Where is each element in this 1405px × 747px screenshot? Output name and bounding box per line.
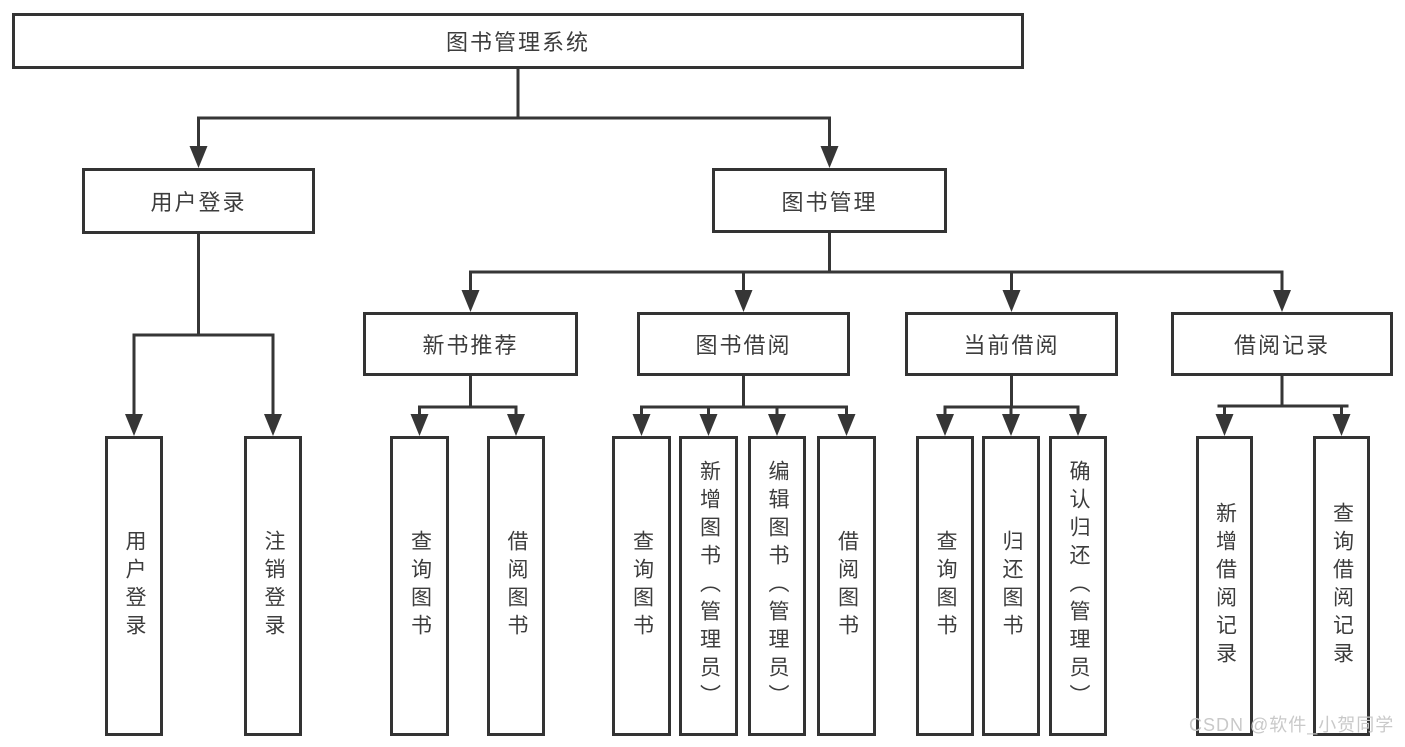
node-leaf-record-add-record: 新增借阅记录 [1196,436,1253,736]
node-leaf-record-search-record: 查询借阅记录 [1313,436,1370,736]
node-book-borrow: 图书借阅 [637,312,850,376]
node-current-borrow: 当前借阅 [905,312,1118,376]
node-root-library-system: 图书管理系统 [12,13,1024,69]
node-leaf-current-search-book: 查询图书 [916,436,974,736]
node-new-book-recommend: 新书推荐 [363,312,578,376]
node-leaf-borrow-add-book-admin: 新增图书（管理员） [679,436,738,736]
node-leaf-new-borrow-book: 借阅图书 [487,436,545,736]
node-leaf-current-confirm-return-admin: 确认归还（管理员） [1049,436,1107,736]
node-leaf-current-return-book: 归还图书 [982,436,1040,736]
node-borrow-records: 借阅记录 [1171,312,1393,376]
node-leaf-borrow-borrow-book: 借阅图书 [817,436,876,736]
node-leaf-borrow-search-book: 查询图书 [612,436,671,736]
node-leaf-user-logout: 注销登录 [244,436,302,736]
node-leaf-borrow-edit-book-admin: 编辑图书（管理员） [748,436,806,736]
node-leaf-new-search-book: 查询图书 [390,436,449,736]
watermark: CSDN @软件_小贺同学 [1189,715,1395,735]
node-leaf-user-login: 用户登录 [105,436,163,736]
node-user-login: 用户登录 [82,168,315,234]
node-book-management: 图书管理 [712,168,947,233]
